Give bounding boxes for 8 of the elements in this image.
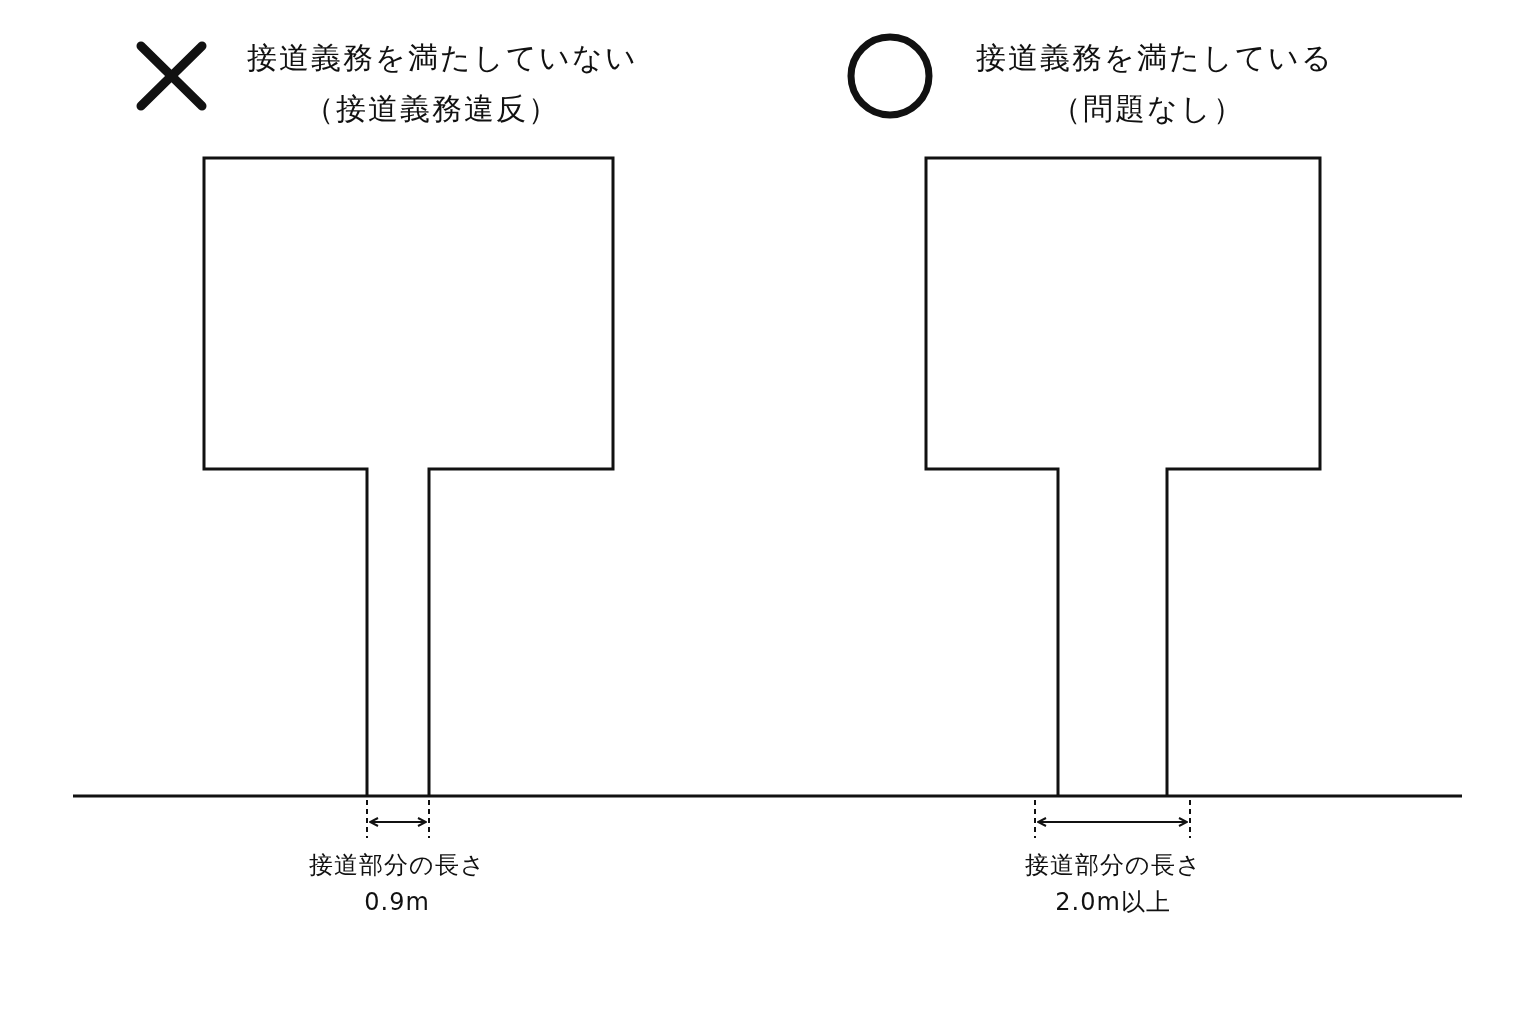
heading-text: （接道義務違反） [304, 91, 560, 125]
dimension-label: 接道部分の長さ [1024, 851, 1202, 879]
heading-text: 接道義務を満たしていない [246, 40, 638, 74]
dimension-value: 2.0m以上 [1055, 888, 1171, 916]
dimension-value: 0.9m [364, 888, 430, 916]
heading-text: （問題なし） [1051, 91, 1245, 125]
heading-text: 接道義務を満たしている [976, 40, 1334, 74]
dimension-label: 接道部分の長さ [308, 851, 486, 879]
